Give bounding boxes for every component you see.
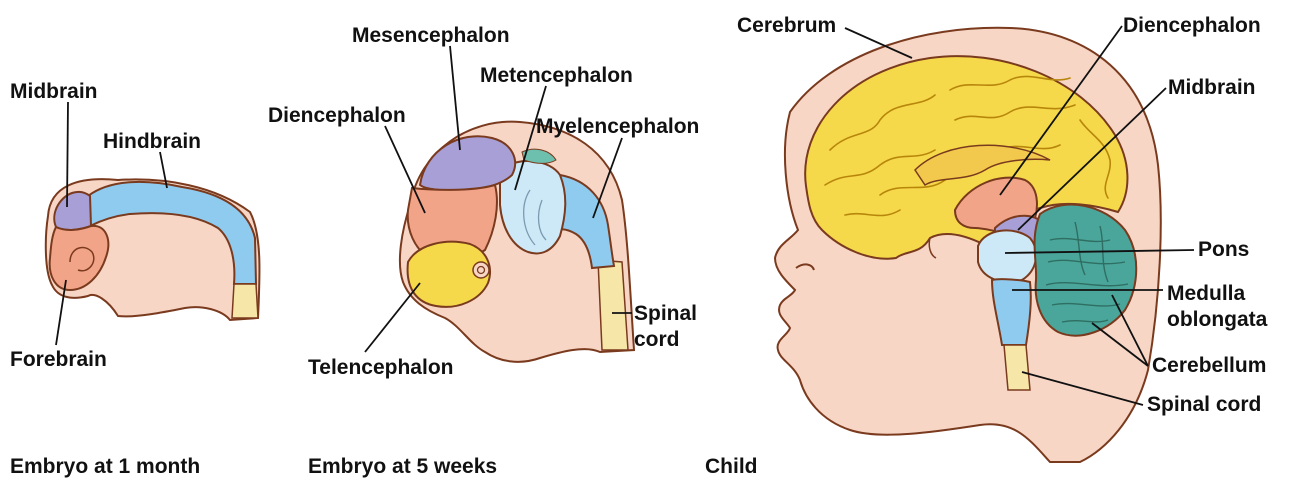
cerebellum-region (1035, 205, 1137, 336)
leader-mesencephalon (450, 46, 460, 150)
label-medulla-line1: Medulla (1167, 282, 1245, 305)
caption-embryo-1-month: Embryo at 1 month (10, 455, 200, 478)
label-hindbrain-1m: Hindbrain (103, 130, 201, 153)
panel-child: Cerebrum Diencephalon Midbrain Pons Medu… (705, 14, 1268, 478)
panel-embryo-5-weeks: Mesencephalon Metencephalon Diencephalon… (268, 24, 699, 478)
label-pons: Pons (1198, 238, 1249, 261)
leader-telencephalon (365, 283, 420, 352)
label-telencephalon: Telencephalon (308, 356, 453, 379)
pons-region (978, 230, 1036, 282)
label-diencephalon-5w: Diencephalon (268, 104, 406, 127)
label-forebrain-1m: Forebrain (10, 348, 107, 371)
label-midbrain-child: Midbrain (1168, 76, 1256, 99)
child-head-illustration (775, 28, 1161, 462)
embryo-1-month-illustration (46, 179, 260, 320)
label-diencephalon-child: Diencephalon (1123, 14, 1261, 37)
label-midbrain-1m: Midbrain (10, 80, 98, 103)
mesencephalon-region (420, 136, 515, 190)
caption-child: Child (705, 455, 758, 478)
label-cerebellum: Cerebellum (1152, 354, 1266, 377)
embryo-1-month-spinal-cord (232, 284, 258, 318)
label-spinal-cord-5w-line2: cord (634, 328, 680, 351)
panel-embryo-1-month: Midbrain Hindbrain Forebrain Embryo at 1… (10, 80, 260, 478)
leader-diencephalon-5w (385, 126, 425, 213)
leader-midbrain-1m (67, 102, 68, 207)
label-medulla-line2: oblongata (1167, 308, 1268, 331)
embryo-5-weeks-illustration (400, 122, 634, 362)
label-spinal-cord-child: Spinal cord (1147, 393, 1261, 416)
embryo-5-weeks-spinal-cord (598, 260, 628, 350)
label-spinal-cord-5w-line1: Spinal (634, 302, 697, 325)
label-myelencephalon: Myelencephalon (536, 115, 699, 138)
child-spinal-cord (1004, 345, 1030, 390)
label-cerebrum: Cerebrum (737, 14, 836, 37)
caption-embryo-5-weeks: Embryo at 5 weeks (308, 455, 497, 478)
label-mesencephalon: Mesencephalon (352, 24, 510, 47)
embryo-eye (473, 262, 489, 278)
label-metencephalon: Metencephalon (480, 64, 633, 87)
